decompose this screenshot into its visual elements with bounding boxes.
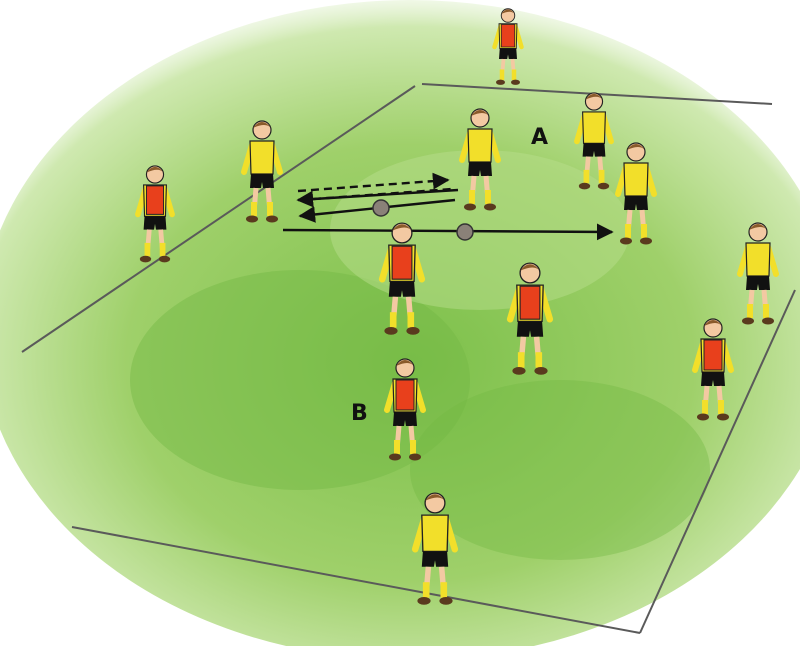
player-boot-right	[266, 216, 278, 223]
player-jersey	[468, 129, 492, 162]
player-boot-right	[762, 318, 774, 325]
player-boot-right	[409, 454, 421, 461]
player-bib	[520, 286, 540, 319]
ball-1	[373, 200, 389, 216]
player-boot-left	[246, 216, 258, 223]
player-boot-left	[464, 204, 476, 211]
player-jersey	[624, 163, 648, 196]
player-bib	[704, 340, 722, 370]
player-boot-left	[697, 414, 709, 421]
player-boot-right	[534, 367, 547, 375]
player-bib	[146, 186, 163, 215]
zone-label-a: A	[531, 125, 548, 150]
player-boot-left	[620, 238, 632, 245]
player-boot-left	[496, 80, 505, 85]
zone-label-b: B	[351, 401, 368, 426]
player-boot-left	[389, 454, 401, 461]
player-boot-right	[406, 327, 419, 335]
player-boot-left	[417, 597, 430, 605]
player-boot-right	[511, 80, 520, 85]
player-boot-right	[640, 238, 652, 245]
player-jersey	[250, 141, 274, 174]
player-boot-right	[439, 597, 452, 605]
grass-patch-dark	[410, 380, 710, 560]
ball-2	[457, 224, 473, 240]
player-jersey	[583, 112, 606, 143]
player-boot-left	[384, 327, 397, 335]
player-boot-left	[140, 256, 151, 263]
player-boot-right	[484, 204, 496, 211]
player-boot-left	[512, 367, 525, 375]
player-boot-right	[717, 414, 729, 421]
player-boot-left	[742, 318, 754, 325]
player-boot-left	[579, 183, 590, 190]
player-jersey	[422, 515, 448, 551]
player-boot-right	[159, 256, 170, 263]
player-bib	[392, 246, 412, 279]
player-jersey	[746, 243, 770, 276]
player-boot-right	[598, 183, 609, 190]
player-bib	[501, 25, 515, 48]
player-bib	[396, 380, 414, 410]
